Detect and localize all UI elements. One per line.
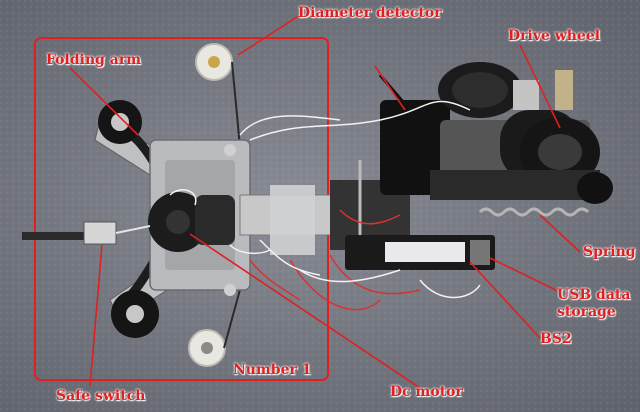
drive-assembly — [378, 62, 613, 204]
label-spring: Spring — [583, 244, 636, 260]
safe-switch — [22, 221, 151, 245]
label-number-1: Number 1 — [233, 362, 312, 378]
annotation-arrows — [69, 14, 581, 389]
label-usb-data-storage: USB data storage — [557, 287, 630, 321]
folding-arm-top — [94, 100, 170, 187]
label-usb-line-2: storage — [557, 304, 616, 320]
connecting-body — [239, 160, 410, 270]
label-diameter-detector: Diameter detector — [298, 5, 442, 21]
label-bs2: BS2 — [540, 331, 572, 347]
chassis-number-1 — [148, 139, 251, 296]
label-usb-line-1: USB data — [557, 287, 631, 303]
label-folding-arm: Folding arm — [46, 52, 142, 68]
label-safe-switch: Safe switch — [56, 388, 146, 404]
label-drive-wheel: Drive wheel — [508, 28, 601, 44]
bs2-board — [345, 235, 495, 270]
wires — [169, 100, 481, 311]
diameter-detector-top-wheel — [195, 43, 233, 81]
spring — [478, 207, 590, 217]
label-dc-motor: Dc motor — [390, 384, 463, 400]
diameter-detector-bottom-wheel — [188, 329, 226, 367]
